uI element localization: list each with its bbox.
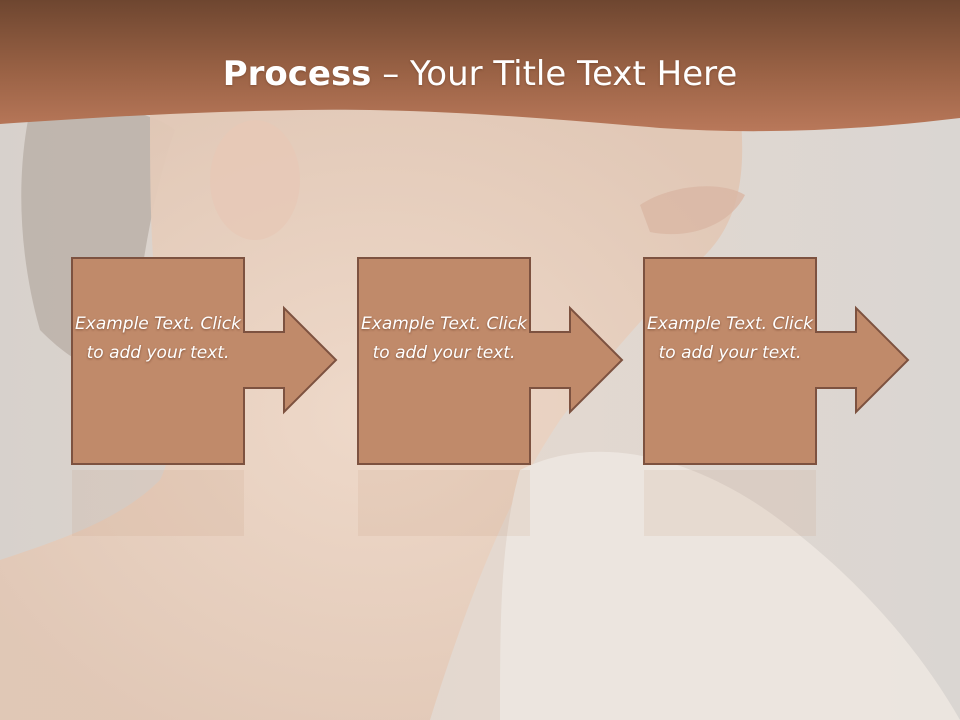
step-arrow-shape — [71, 257, 338, 536]
title-strong: Process — [222, 54, 372, 94]
slide-title[interactable]: Process – Your Title Text Here — [0, 52, 960, 96]
process-step-2[interactable]: Example Text. Click to add your text. — [356, 256, 646, 536]
step-arrow-shape — [357, 257, 624, 536]
title-rest: – Your Title Text Here — [371, 54, 738, 94]
step-text[interactable]: Example Text. Click to add your text. — [647, 314, 813, 363]
step-arrow-shape — [643, 257, 910, 536]
step-text[interactable]: Example Text. Click to add your text. — [361, 314, 527, 363]
process-step-3[interactable]: Example Text. Click to add your text. — [642, 256, 932, 536]
title-band — [0, 0, 960, 132]
process-step-1[interactable]: Example Text. Click to add your text. — [70, 256, 360, 536]
step-text[interactable]: Example Text. Click to add your text. — [75, 314, 241, 363]
